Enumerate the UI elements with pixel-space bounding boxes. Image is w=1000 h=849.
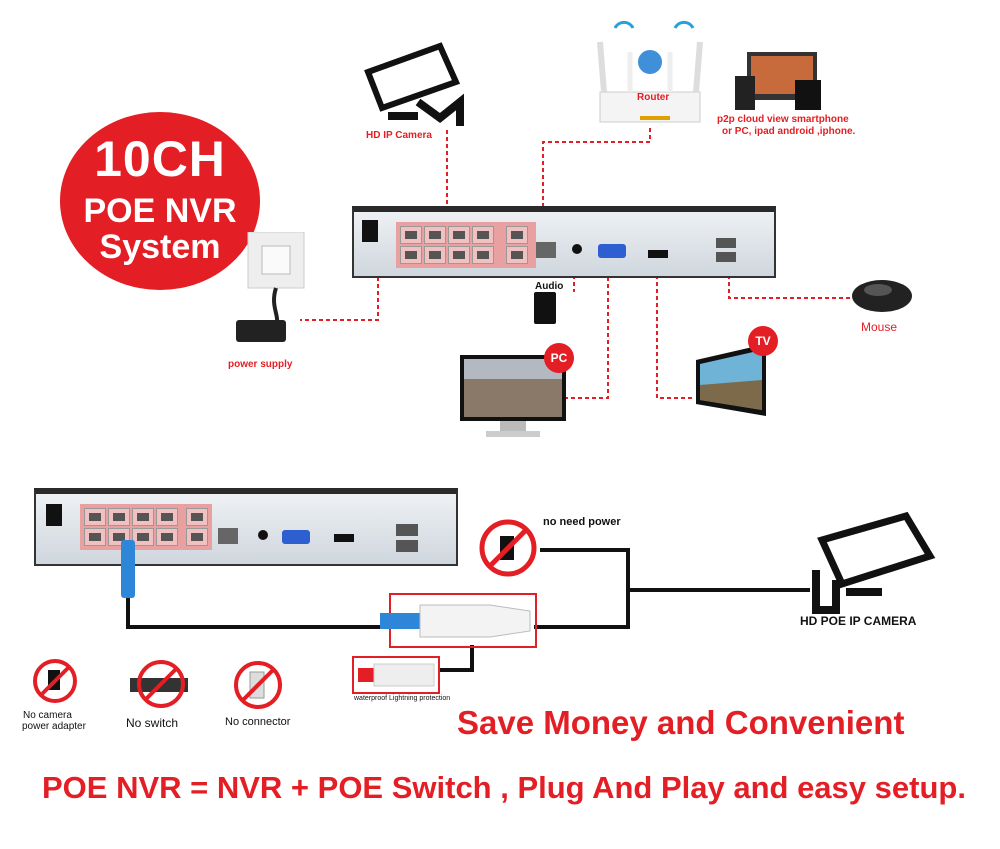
speaker-icon	[534, 292, 556, 324]
no-power-adapter-icon	[479, 519, 537, 577]
badge-line-2: POE NVR	[83, 192, 237, 230]
tv-badge: TV	[748, 326, 778, 356]
devices-icon	[735, 52, 821, 110]
ip-camera-icon	[364, 42, 464, 126]
mouse-icon	[852, 280, 912, 312]
connector-boot-icon	[380, 604, 531, 638]
audio-label: Audio	[535, 281, 564, 292]
audio-port-bottom	[258, 530, 268, 540]
audio-port	[572, 244, 582, 254]
badge-line-3: System	[99, 228, 221, 266]
vga-port-bottom	[282, 530, 310, 544]
hd-poe-camera-label: HD POE IP CAMERA	[800, 614, 917, 628]
footer-text: POE NVR = NVR + POE Switch , Plug And Pl…	[42, 770, 966, 805]
pc-monitor-icon	[460, 355, 566, 437]
lan-port-bottom	[218, 528, 238, 544]
usb-port-1	[716, 238, 736, 248]
no-switch-icon	[130, 660, 188, 708]
hd-ip-camera-label: HD IP Camera	[366, 130, 432, 141]
badge-line-1: 10CH	[94, 131, 226, 187]
poe-port-block	[396, 222, 536, 268]
tv-icon	[696, 344, 766, 416]
hdmi-port-bottom	[334, 534, 354, 542]
router-icon	[597, 20, 703, 123]
waterproof-label: waterproof Lightning protection	[354, 695, 451, 702]
vga-port	[598, 244, 626, 258]
pc-badge: PC	[544, 343, 574, 373]
power-supply-icon	[236, 232, 305, 342]
poe-camera-icon	[812, 511, 936, 614]
no-connector-label: No connector	[225, 716, 291, 728]
hdmi-port	[648, 250, 668, 258]
no-adapter-icon	[33, 659, 77, 703]
nvr-device-top	[352, 206, 776, 278]
no-camera-line-1: No camera	[23, 710, 72, 721]
ethernet-plug	[121, 540, 135, 598]
router-label: Router	[637, 92, 670, 103]
no-camera-line-2: power adapter	[22, 721, 86, 732]
mouse-label: Mouse	[861, 320, 898, 334]
usb-port-2	[716, 252, 736, 262]
no-connector-icon	[234, 661, 282, 709]
lan-port	[536, 242, 556, 258]
p2p-line-2: or PC, ipad android ,iphone.	[722, 126, 856, 137]
no-switch-label: No switch	[126, 716, 179, 730]
power-supply-label: power supply	[228, 359, 293, 370]
no-need-power-label: no need power	[543, 516, 621, 528]
poe-port-block-bottom	[80, 504, 212, 550]
power-switch	[362, 220, 378, 242]
power-switch-bottom	[46, 504, 62, 526]
waterproof-connector-icon	[352, 656, 440, 694]
usb-port-bottom-1	[396, 524, 418, 536]
p2p-line-1: p2p cloud view smartphone	[717, 114, 849, 125]
product-badge: 10CH POE NVR System	[60, 112, 260, 290]
usb-port-bottom-2	[396, 540, 418, 552]
headline-text: Save Money and Convenient	[457, 704, 905, 741]
nvr-device-bottom	[34, 488, 458, 566]
